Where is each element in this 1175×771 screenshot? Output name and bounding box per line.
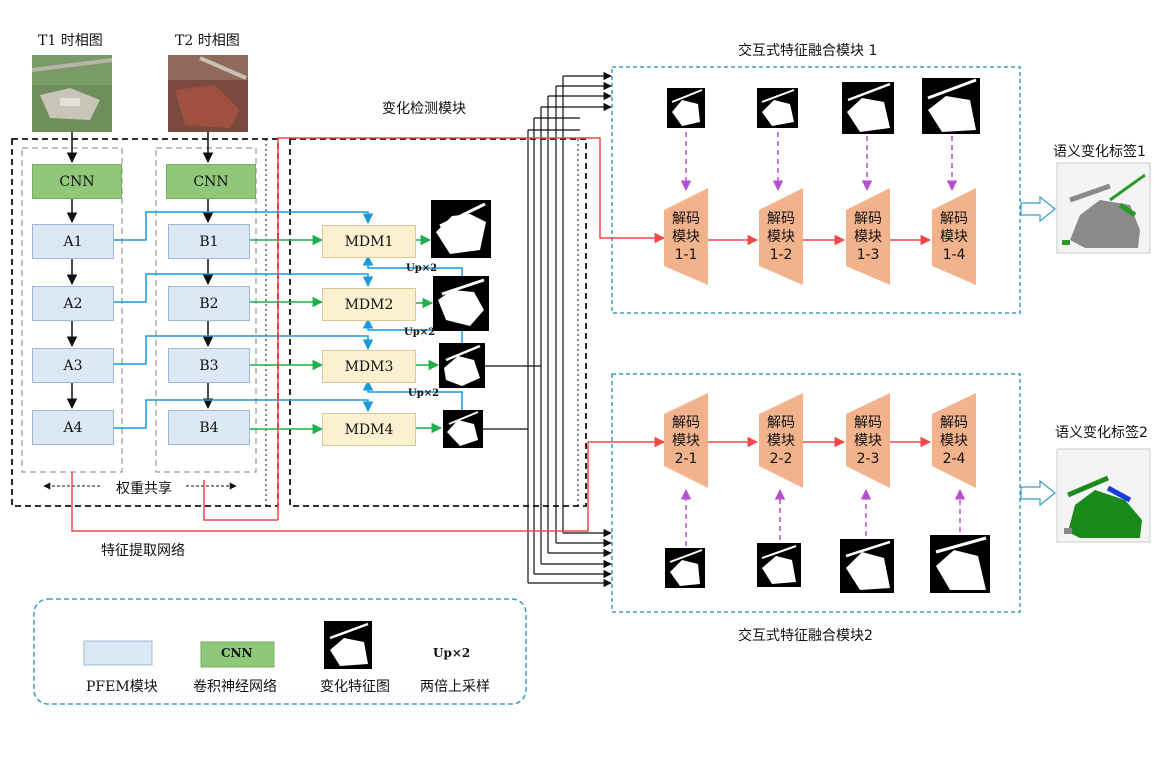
module-a3: A3 — [32, 348, 114, 383]
fusion2-map-3 — [840, 539, 894, 593]
decoder-2-2 — [759, 393, 803, 488]
mdm-4: MDM4 — [322, 413, 416, 446]
fusion2-map-4 — [930, 535, 990, 593]
legend-frame — [33, 598, 527, 705]
legend-cnn-label: 卷积神经网络 — [193, 679, 277, 695]
output1-arrow — [1020, 195, 1056, 223]
fusion2-frame — [611, 373, 1021, 613]
module-a4: A4 — [32, 410, 114, 445]
mdm-2: MDM2 — [322, 288, 416, 321]
fusion2-map-2 — [757, 543, 801, 587]
module-b3: B3 — [168, 348, 250, 383]
t1-image — [31, 55, 113, 132]
mdm-3: MDM3 — [322, 350, 416, 383]
module-b2: B2 — [168, 286, 250, 321]
decoder-2-4 — [932, 393, 976, 488]
legend-pfem-swatch — [83, 640, 153, 666]
t2-label: T2 时相图 — [175, 33, 240, 49]
change-map-2 — [433, 276, 489, 331]
decoder-1-3 — [846, 188, 890, 285]
legend-pfem-label: PFEM模块 — [86, 679, 158, 695]
semantic-label-2-image — [1056, 448, 1151, 543]
fusion2-title: 交互式特征融合模块2 — [738, 628, 873, 644]
module-b1: B1 — [168, 224, 250, 259]
module-a2: A2 — [32, 286, 114, 321]
fusion1-map-2 — [757, 88, 798, 128]
fusion1-title: 交互式特征融合模块 1 — [738, 43, 878, 59]
mdm-1: MDM1 — [322, 225, 416, 258]
change-map-4 — [443, 410, 483, 448]
legend-change-map-swatch — [324, 621, 372, 669]
change-module-frame — [289, 138, 587, 507]
decoder-2-1 — [664, 393, 708, 488]
legend-up-box-text: Up×2 — [433, 646, 471, 660]
semantic-label-2: 语义变化标签2 — [1055, 425, 1148, 441]
branch2-frame — [155, 147, 257, 473]
t1-label: T1 时相图 — [38, 33, 103, 49]
module-b4: B4 — [168, 410, 250, 445]
weight-share-label: 权重共享 — [116, 481, 172, 497]
decoder-1-1 — [664, 188, 708, 285]
legend-cnn-swatch — [200, 641, 275, 668]
fusion1-frame — [611, 66, 1021, 314]
feature-net-title: 特征提取网络 — [101, 543, 185, 559]
semantic-label-1-image — [1056, 162, 1151, 254]
decoder-1-2 — [759, 188, 803, 285]
up-label-1: Up×2 — [406, 263, 438, 274]
fusion1-map-4 — [922, 78, 980, 134]
decoder-2-3 — [846, 393, 890, 488]
semantic-label-1: 语义变化标签1 — [1053, 144, 1146, 160]
change-module-title: 变化检测模块 — [382, 101, 466, 117]
cnn-a: CNN — [32, 164, 122, 199]
t2-image — [168, 55, 248, 132]
legend-cnn-box-text: CNN — [221, 646, 253, 660]
output2-arrow — [1020, 479, 1056, 507]
up-label-3: Up×2 — [408, 388, 440, 399]
cnn-b: CNN — [166, 164, 256, 199]
feature-net-frame — [11, 138, 279, 507]
up-label-2: Up×2 — [404, 327, 436, 338]
routing-lines — [483, 76, 564, 583]
fusion1-map-1 — [667, 88, 705, 128]
change-map-3 — [439, 343, 485, 388]
change-map-1 — [431, 200, 491, 258]
fusion2-map-1 — [665, 548, 705, 588]
decoder-1-4 — [932, 188, 976, 285]
legend-up-label: 两倍上采样 — [420, 679, 490, 695]
module-a1: A1 — [32, 224, 114, 259]
fusion1-map-3 — [842, 82, 894, 134]
legend-change-map-label: 变化特征图 — [320, 679, 390, 695]
